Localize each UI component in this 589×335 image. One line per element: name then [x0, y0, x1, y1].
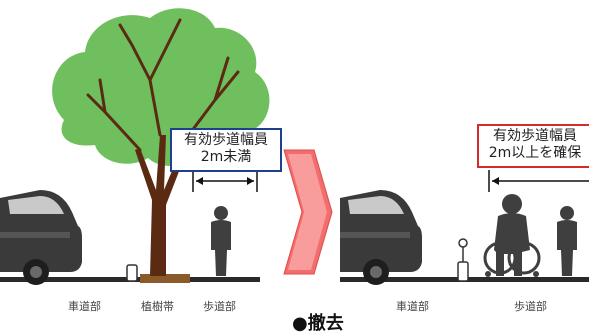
callout-value: 2m未満: [200, 149, 252, 165]
bollard-icon: [457, 238, 469, 282]
callout-value: 2m以上を確保: [488, 145, 582, 161]
effective-width-callout-after: 有効歩道幅員 2m以上を確保: [477, 124, 589, 168]
effective-width-callout-before: 有効歩道幅員 2m未満: [170, 128, 282, 172]
pedestrian-icon: [557, 206, 577, 276]
caption-removal: ●撤去: [292, 313, 344, 334]
width-dimension-before: [192, 170, 258, 192]
car-icon: [0, 190, 82, 285]
label-sidewalk-before: 歩道部: [203, 300, 236, 313]
planting-strip: [140, 274, 190, 283]
callout-title: 有効歩道幅員: [493, 128, 577, 144]
bollard-icon: [126, 264, 138, 282]
wheelchair-user-icon: [483, 194, 541, 277]
car-icon: [340, 190, 422, 285]
pedestrian-icon: [211, 206, 231, 276]
width-dimension-after: [488, 170, 589, 192]
label-planting-strip: 植樹帯: [141, 300, 174, 313]
label-sidewalk-after: 歩道部: [514, 300, 547, 313]
label-roadway-after: 車道部: [396, 300, 429, 313]
label-roadway-before: 車道部: [68, 300, 101, 313]
callout-title: 有効歩道幅員: [184, 132, 268, 148]
